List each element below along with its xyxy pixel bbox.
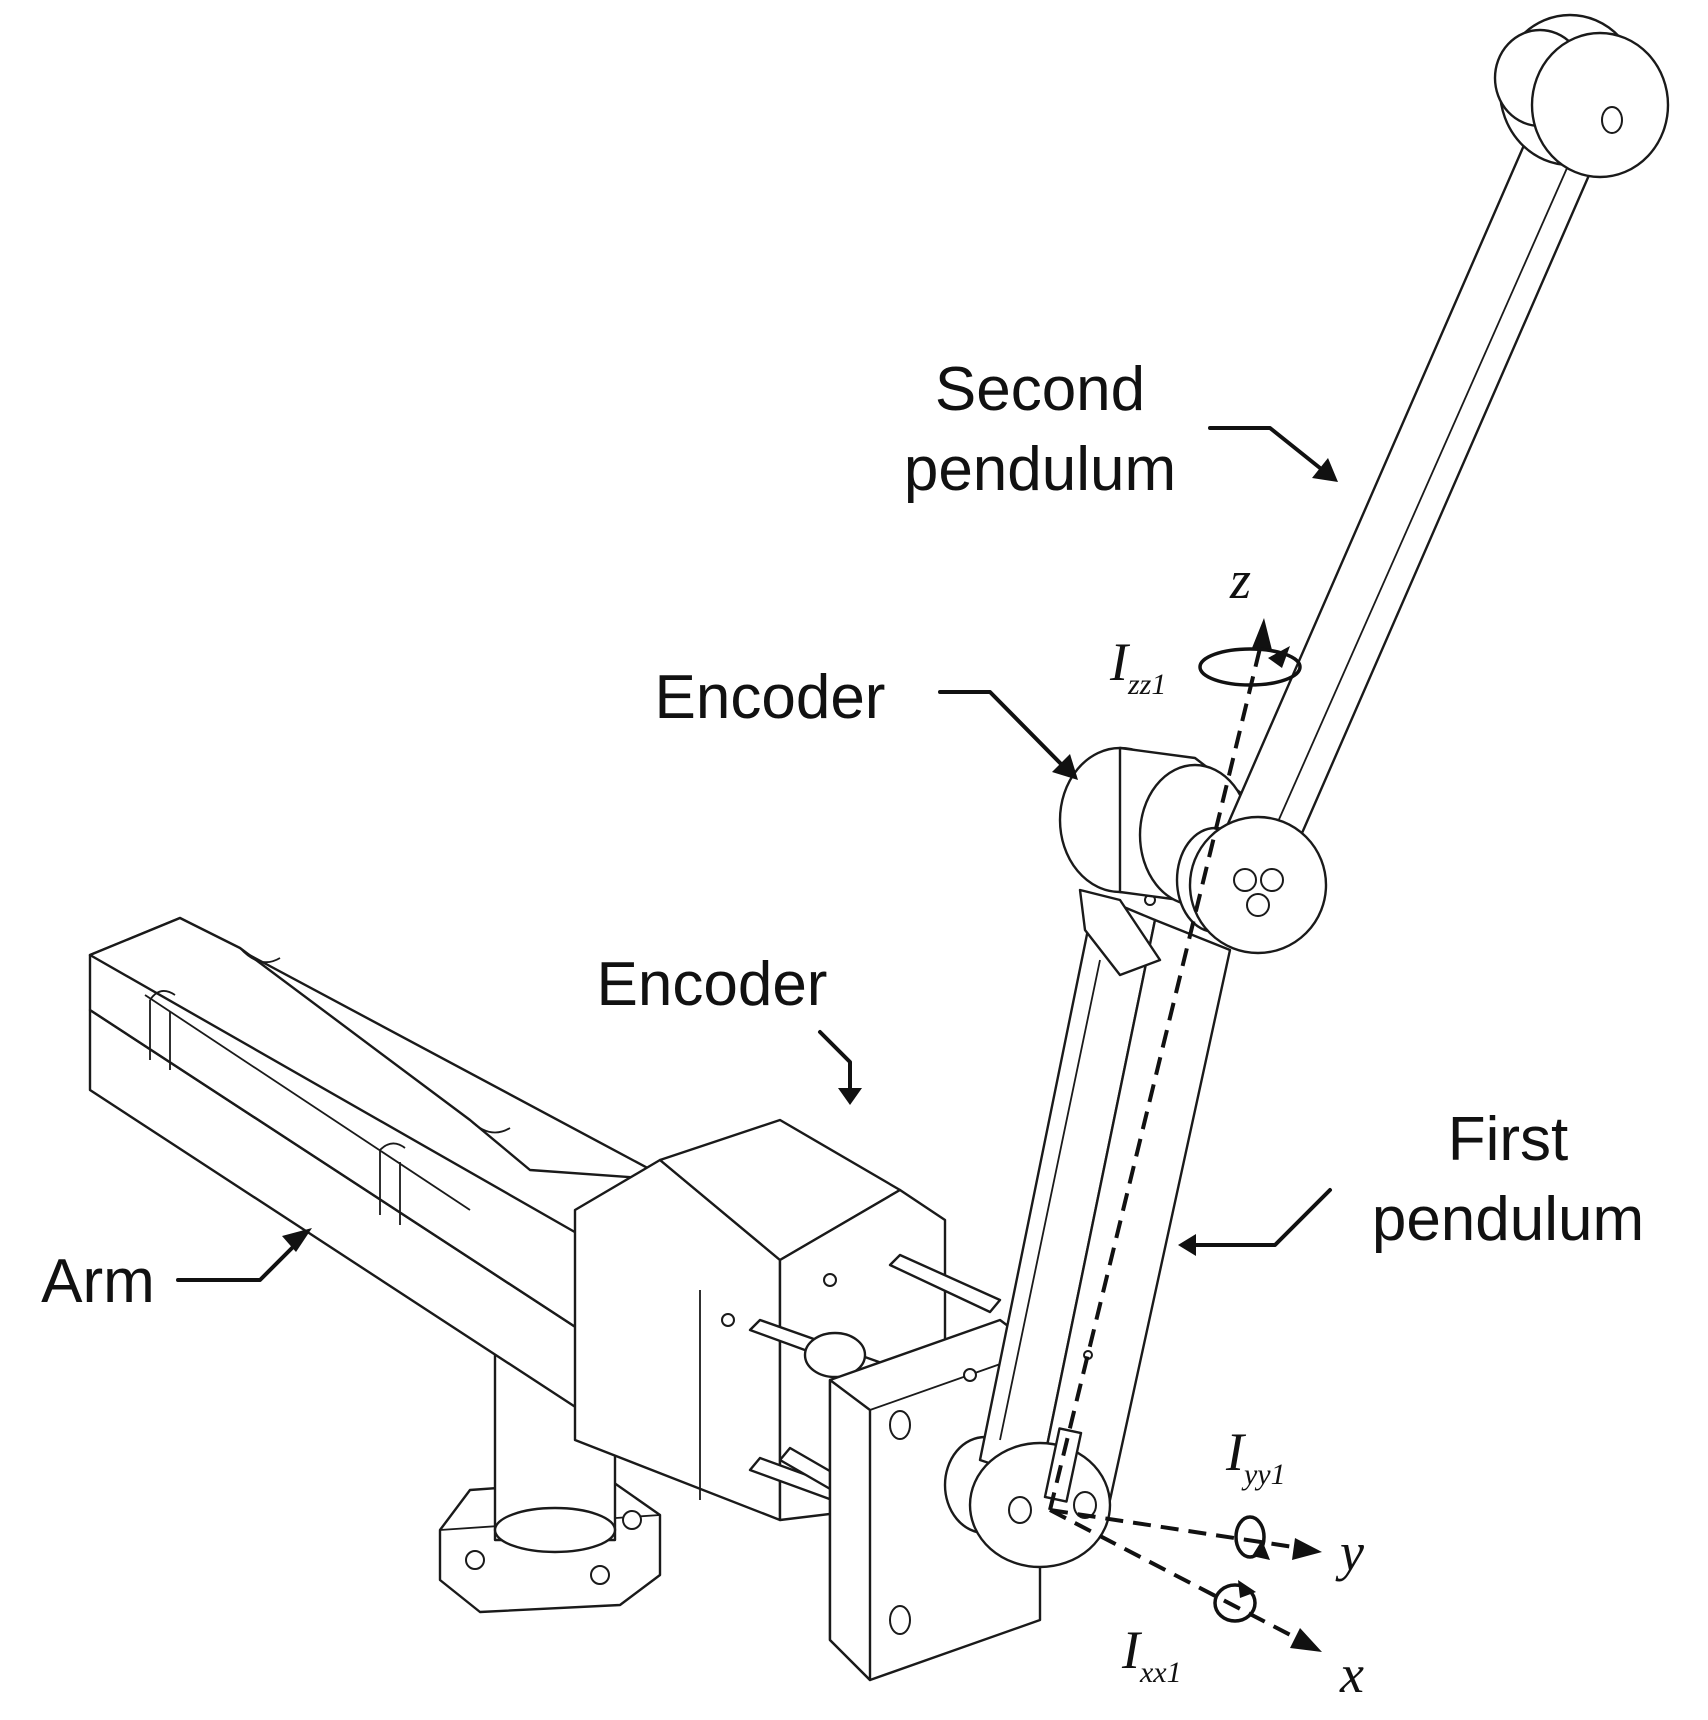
encoder-middle-label: Encoder	[597, 950, 828, 1019]
izz1-rotation-icon	[1198, 647, 1302, 687]
iyy1-rotation-icon	[1234, 1515, 1266, 1559]
encoder-top-leader	[938, 690, 1067, 770]
x-arrowhead	[1290, 1628, 1322, 1652]
x-axis-label: x	[1339, 1644, 1364, 1704]
z-axis	[1048, 639, 1264, 1511]
arm-leader	[176, 1238, 302, 1282]
izz1-label: Izz1	[1109, 632, 1166, 701]
z-axis-label: z	[1229, 550, 1251, 610]
arm-assembly	[88, 916, 672, 1614]
arm-bar	[88, 916, 672, 1412]
coordinate-frame	[1048, 618, 1322, 1652]
first-pendulum-label-line2: pendulum	[1372, 1185, 1644, 1254]
first-pendulum-label-line1: First	[1448, 1105, 1569, 1174]
y-axis-label: y	[1335, 1522, 1364, 1582]
y-arrowhead	[1292, 1538, 1322, 1560]
first-pendulum-leader	[1193, 1188, 1332, 1247]
ixx1-label: Ixx1	[1121, 1620, 1182, 1689]
x-axis	[1049, 1508, 1301, 1642]
second-pendulum-leader	[1208, 426, 1327, 474]
y-axis	[1049, 1508, 1301, 1550]
ixx1-rotation-icon	[1213, 1583, 1257, 1623]
z-arrowhead	[1252, 618, 1272, 650]
second-pendulum	[1188, 13, 1670, 955]
second-pendulum-label-line1: Second	[935, 355, 1145, 424]
leader-arrows	[176, 426, 1338, 1282]
arm-label: Arm	[41, 1247, 155, 1316]
iyy1-label: Iyy1	[1225, 1422, 1286, 1491]
second-pendulum-label-line2: pendulum	[904, 435, 1176, 504]
encoder-top-label: Encoder	[655, 663, 886, 732]
encoder-middle-leader	[818, 1030, 852, 1092]
first-pendulum	[968, 893, 1232, 1569]
